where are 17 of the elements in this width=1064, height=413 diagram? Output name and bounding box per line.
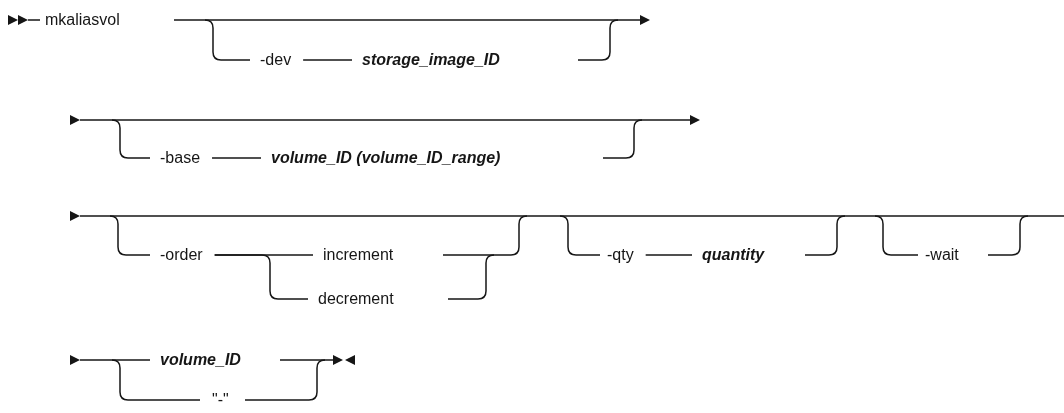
keyword-token: mkaliasvol — [45, 10, 120, 30]
keyword-token: "-" — [212, 390, 229, 410]
variable-token: volume_ID (volume_ID_range) — [271, 148, 501, 168]
variable-token: quantity — [702, 245, 765, 265]
connector-line — [213, 254, 309, 300]
connector-line — [302, 59, 353, 61]
variable-token: volume_ID — [160, 350, 241, 370]
keyword-token: -dev — [260, 50, 292, 70]
keyword-token: increment — [323, 245, 394, 265]
keyword-token: -order — [160, 245, 203, 265]
keyword-token: -wait — [925, 245, 959, 265]
connector-line — [644, 254, 693, 256]
keyword-token: decrement — [318, 289, 394, 309]
keyword-token: -qty — [607, 245, 634, 265]
keyword-token: -base — [160, 148, 201, 168]
variable-token: storage_image_ID — [362, 50, 500, 70]
connector-line — [211, 157, 262, 159]
